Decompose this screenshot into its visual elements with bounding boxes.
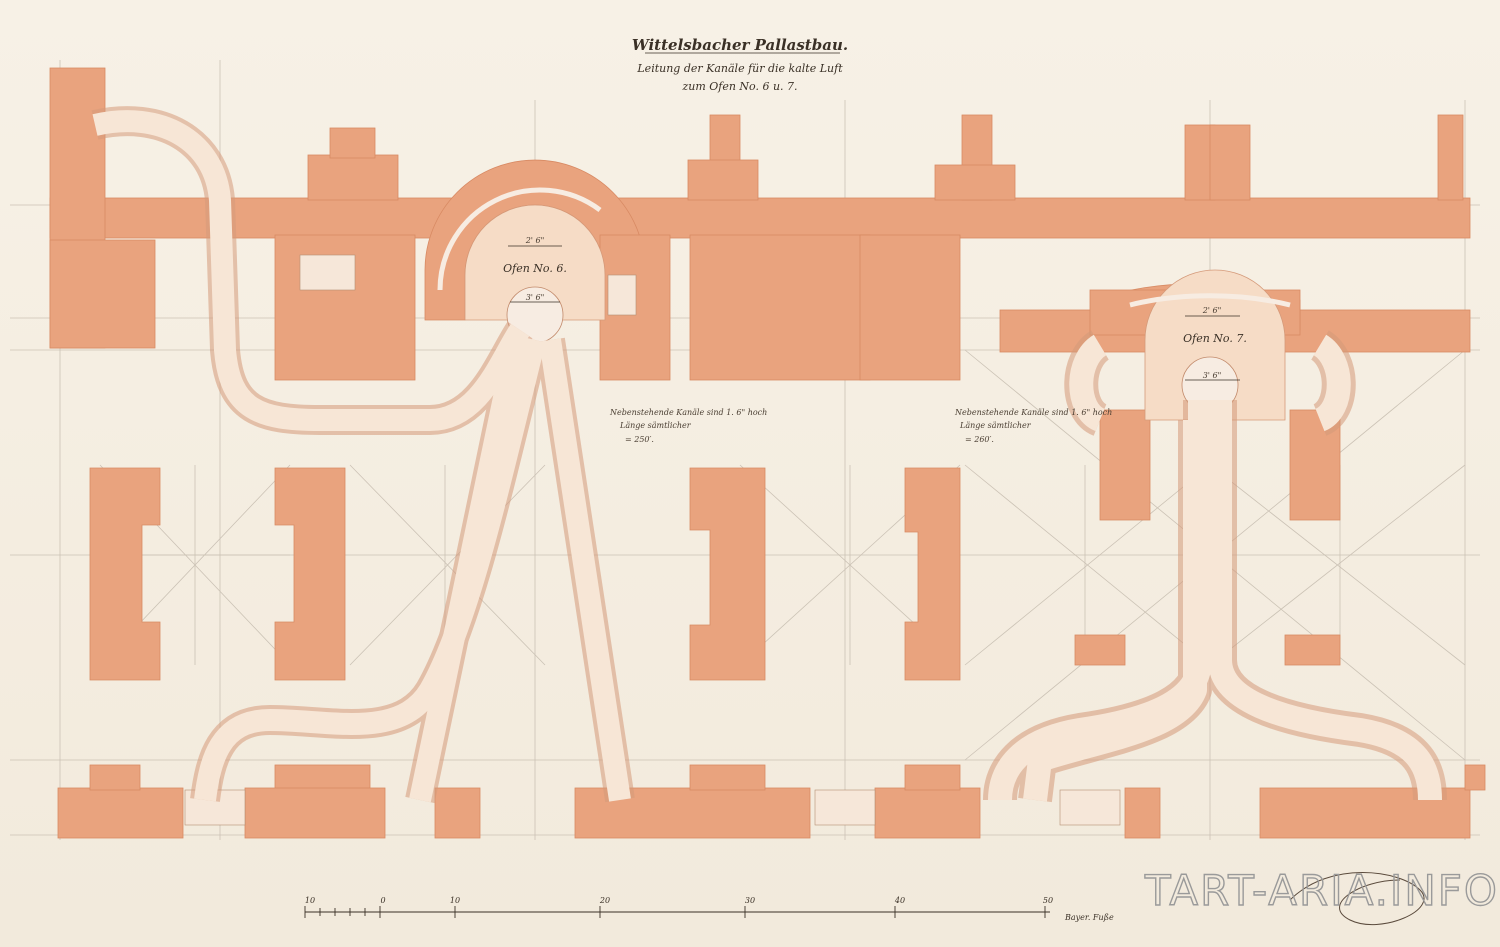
wall-openings	[184, 254, 1121, 826]
note-right-line3: = 260′.	[965, 435, 994, 444]
note-right: Nebenstehende Kanäle sind 1. 6" hoch Län…	[954, 408, 1112, 444]
dimension-marks: 2' 6" 3' 6" 2' 6" 3' 6"	[508, 236, 1240, 381]
watermark: TART-ARIA.INFO	[1144, 866, 1499, 915]
scale-label: 10	[450, 896, 460, 905]
note-left-line2: Länge sämtlicher	[619, 421, 692, 430]
scale-bar	[304, 906, 1050, 918]
masonry-walls	[49, 67, 1486, 839]
scale-label: 30	[745, 896, 755, 905]
scale-unit: Bayer. Fuße	[1064, 913, 1114, 922]
scale-label: 0	[380, 896, 385, 905]
dim-oven7-mid: 3' 6"	[1203, 371, 1222, 380]
oven-7-label: Ofen No. 7.	[1183, 332, 1247, 345]
air-ducts-oven-7-inner	[988, 334, 1442, 802]
scale-label: 40	[894, 896, 905, 905]
note-left: Nebenstehende Kanäle sind 1. 6" hoch Län…	[609, 408, 767, 444]
scale-label: 10	[305, 896, 315, 905]
note-left-line3: = 250′.	[625, 435, 654, 444]
air-ducts-oven-6-inner	[92, 110, 631, 803]
oven-6	[437, 187, 606, 344]
oven-7	[1129, 269, 1291, 421]
dim-oven6-mid: 3' 6"	[526, 293, 545, 302]
dim-oven7-top: 2' 6"	[1202, 306, 1222, 315]
title-block: Wittelsbacher Pallastbau. Leitung der Ka…	[632, 36, 848, 93]
signature-mark	[1289, 872, 1425, 925]
drawing-title: Wittelsbacher Pallastbau.	[632, 36, 848, 54]
oven-6-label: Ofen No. 6.	[503, 262, 567, 275]
note-right-line2: Länge sämtlicher	[959, 421, 1032, 430]
note-left-line1: Nebenstehende Kanäle sind 1. 6" hoch	[609, 408, 767, 417]
scale-label: 20	[599, 896, 610, 905]
scale-bar-labels: 10 0 10 20 30 40 50 Bayer. Fuße	[305, 896, 1114, 922]
drawing-subtitle-line1: Leitung der Kanäle für die kalte Luft	[636, 62, 843, 75]
note-right-line1: Nebenstehende Kanäle sind 1. 6" hoch	[954, 408, 1112, 417]
dim-oven6-top: 2' 6"	[525, 236, 545, 245]
drawing-subtitle-line2: zum Ofen No. 6 u. 7.	[681, 80, 797, 93]
scale-label: 50	[1043, 896, 1053, 905]
